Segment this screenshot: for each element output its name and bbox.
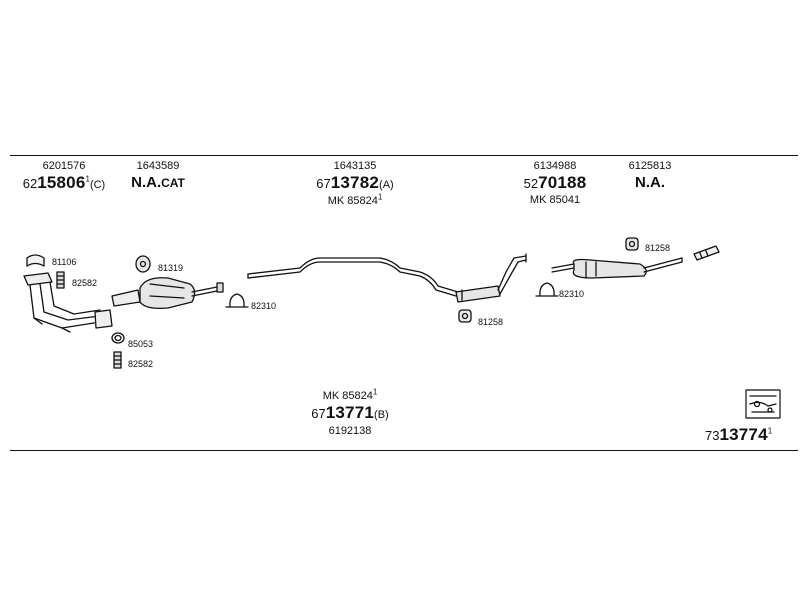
clamp-icon (535, 282, 559, 297)
clamp-icon (225, 293, 249, 308)
part-label-81258-right: 81258 (645, 243, 671, 253)
column-center-silencer: MK 858241 6713771(B) 6192138 (285, 387, 415, 438)
complete-system-icon (745, 389, 781, 419)
ref-number: 6201576 (42, 160, 86, 172)
part-label-82582-bottom: 82582 (128, 359, 154, 369)
hanger-icon (458, 309, 472, 323)
column-tail-pipe: 6125813 N.A. (600, 160, 700, 193)
part-number: N.A.CAT (131, 174, 185, 191)
ring-icon (111, 332, 125, 344)
ref-number: 6134988 (533, 160, 577, 172)
part-label-81106: 81106 (52, 257, 77, 267)
part-label-85053: 85053 (128, 339, 154, 349)
part-number: 6713782(A) (316, 173, 394, 192)
middle-silencer-drawing (455, 253, 527, 303)
spring-icon (113, 351, 122, 369)
ref-number: 1643135 (333, 160, 377, 172)
part-number: 5270188 (523, 173, 587, 192)
column-catalyst: 1643589 N.A.CAT (108, 160, 208, 193)
ref-number: 6125813 (628, 160, 672, 172)
gasket-icon (26, 254, 45, 267)
mounting-kit: MK 858241 (322, 387, 378, 402)
part-label-82310-left: 82310 (251, 301, 277, 311)
tail-pipe-drawing (693, 245, 720, 261)
column-middle-pipe: 1643135 6713782(A) MK 858241 (290, 160, 420, 208)
complete-system-number: 73137741 (705, 425, 773, 444)
front-pipe-drawing (23, 272, 113, 333)
rubber-mount-icon (135, 255, 151, 273)
catalytic-converter-drawing (111, 277, 224, 310)
part-number: N.A. (635, 174, 665, 191)
rear-silencer-drawing (551, 257, 683, 279)
bottom-rule (10, 450, 798, 451)
part-label-82582-top: 82582 (72, 278, 98, 288)
hanger-icon (625, 237, 639, 251)
spring-icon (56, 271, 65, 289)
mounting-kit: MK 858241 (327, 192, 383, 207)
ref-number: 1643589 (136, 160, 180, 172)
center-pipe-drawing (247, 257, 459, 297)
column-front-pipe: 6201576 62158061(C) (14, 160, 114, 195)
column-rear-silencer: 6134988 5270188 MK 85041 (500, 160, 610, 207)
mounting-kit: MK 85041 (529, 194, 581, 206)
part-label-81258-center: 81258 (478, 317, 504, 327)
top-rule (10, 155, 798, 156)
ref-number: 6192138 (328, 425, 372, 437)
part-number: 6713771(B) (311, 403, 389, 422)
part-label-81319: 81319 (158, 263, 184, 273)
part-number: 62158061(C) (22, 173, 106, 192)
part-label-82310-right: 82310 (559, 289, 585, 299)
